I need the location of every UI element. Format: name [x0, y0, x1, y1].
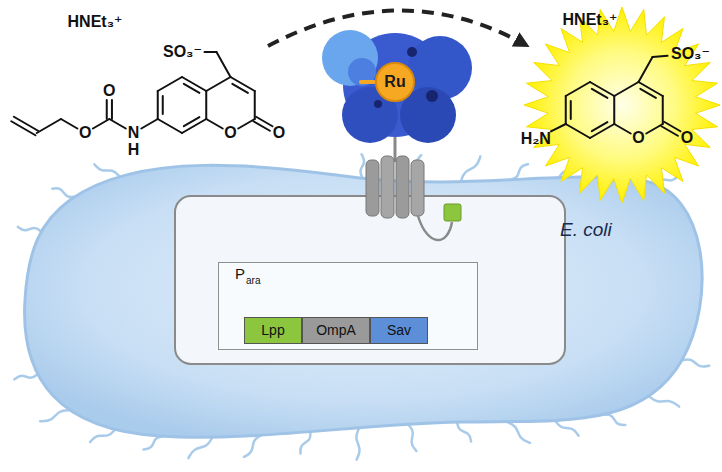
atom-label: O: [681, 130, 693, 146]
fluorescence-burst: [524, 7, 720, 203]
pilus: [461, 156, 480, 181]
cell: E. coliParaLpp OmpA Sav: [25, 160, 715, 445]
inner-membrane: [175, 196, 565, 364]
cell-body: [25, 165, 703, 437]
pilus: [52, 188, 75, 197]
counter-ion: HNEt₃⁺: [563, 12, 618, 28]
pilus: [510, 164, 528, 180]
gene-label: Lpp: [261, 323, 284, 338]
pilus: [18, 227, 41, 232]
counter-ion: HNEt₃⁺: [68, 14, 123, 30]
pilus: [14, 374, 37, 379]
organism-label: E. coli: [560, 220, 612, 241]
gene-box: OmpA: [302, 317, 370, 344]
pilus: [90, 429, 115, 442]
pilus: [300, 432, 310, 454]
pilus: [356, 428, 359, 460]
pilus: [244, 435, 262, 457]
pilus: [555, 420, 578, 435]
gene-label: Sav: [387, 323, 411, 338]
gene-box: Lpp: [244, 317, 302, 344]
atom-label: H: [128, 142, 140, 158]
pilus: [457, 422, 471, 442]
membrane-anchor: [366, 137, 461, 240]
metal-label: Ru: [384, 73, 405, 91]
pilus: [94, 164, 119, 176]
reaction-arrow: [268, 10, 524, 46]
pilus: [506, 422, 530, 443]
atom-label: O: [103, 83, 115, 99]
gene-label: OmpA: [316, 323, 356, 338]
atom-label: O: [273, 125, 285, 141]
metal-cofactor: Ru: [375, 62, 415, 102]
pilus: [408, 424, 416, 451]
atom-label: H₂N: [521, 131, 551, 147]
chemical-bonds: [11, 52, 680, 138]
promoter-label: ara: [246, 275, 260, 286]
atom-label: O: [632, 130, 644, 146]
sulfonate-group: SO₃⁻: [671, 46, 710, 62]
pili: [14, 154, 709, 459]
pilus: [40, 410, 70, 421]
pilus: [188, 437, 212, 458]
atom-label: O: [224, 125, 236, 141]
protein: [322, 30, 472, 143]
pilus: [604, 414, 626, 425]
sulfonate-group: SO₃⁻: [163, 44, 202, 60]
promoter-label: P: [235, 266, 245, 283]
gene-box: Sav: [370, 317, 428, 344]
pilus: [360, 154, 364, 178]
gene-cassette: ParaLpp OmpA Sav: [218, 262, 478, 350]
pilus: [649, 396, 679, 406]
atom-label: N: [128, 125, 140, 141]
atom-label: O: [79, 125, 91, 141]
pilus: [143, 436, 163, 449]
pilus: [682, 360, 709, 367]
